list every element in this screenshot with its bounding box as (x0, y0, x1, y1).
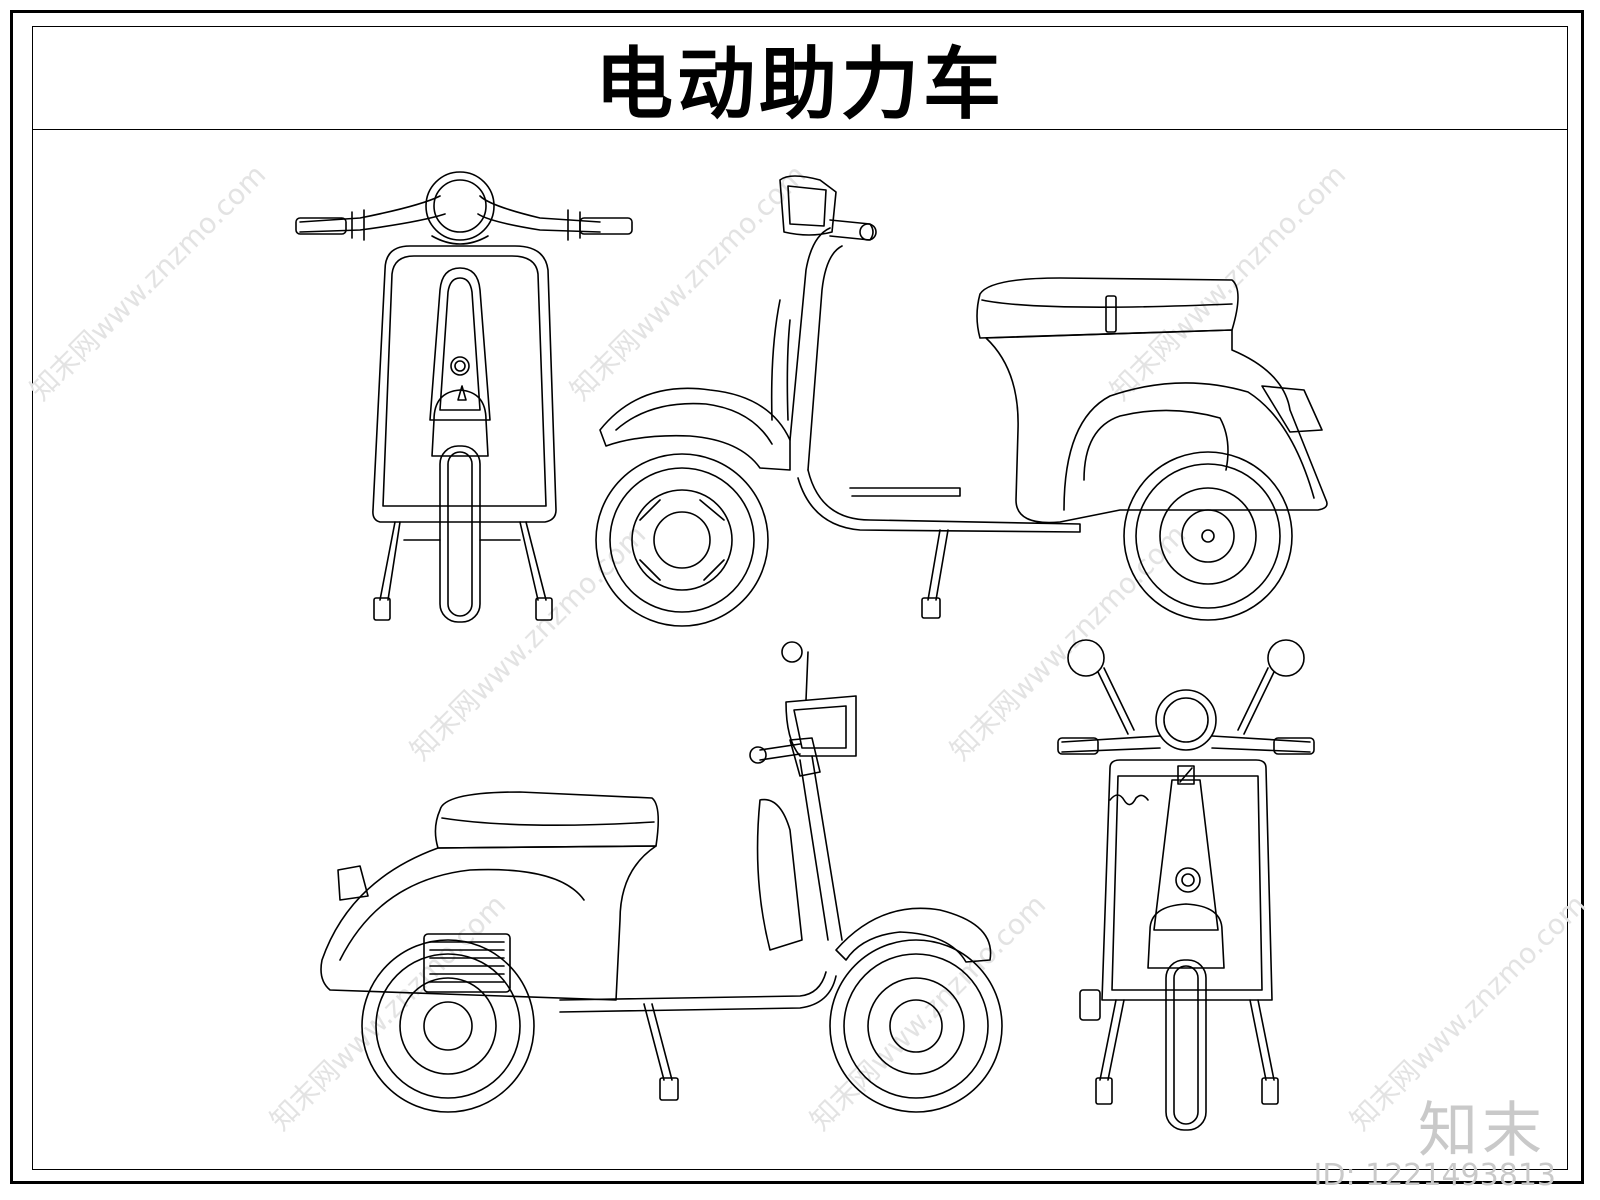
drawing-frame (10, 10, 1584, 1184)
drawing-title: 电动助力车 (594, 39, 1005, 130)
left-side-view (320, 641, 1003, 1113)
rear-view (1057, 639, 1315, 1131)
drawing-border: 电动助力车 (32, 26, 1568, 1170)
watermark-logo: 知末 (1418, 1096, 1546, 1166)
title-block: 电动助力车 (33, 27, 1567, 130)
watermark-id: ID: 1221493813 (1313, 1158, 1556, 1193)
engine-grille (423, 933, 511, 993)
front-view (295, 171, 633, 623)
right-side-view (595, 175, 1328, 627)
